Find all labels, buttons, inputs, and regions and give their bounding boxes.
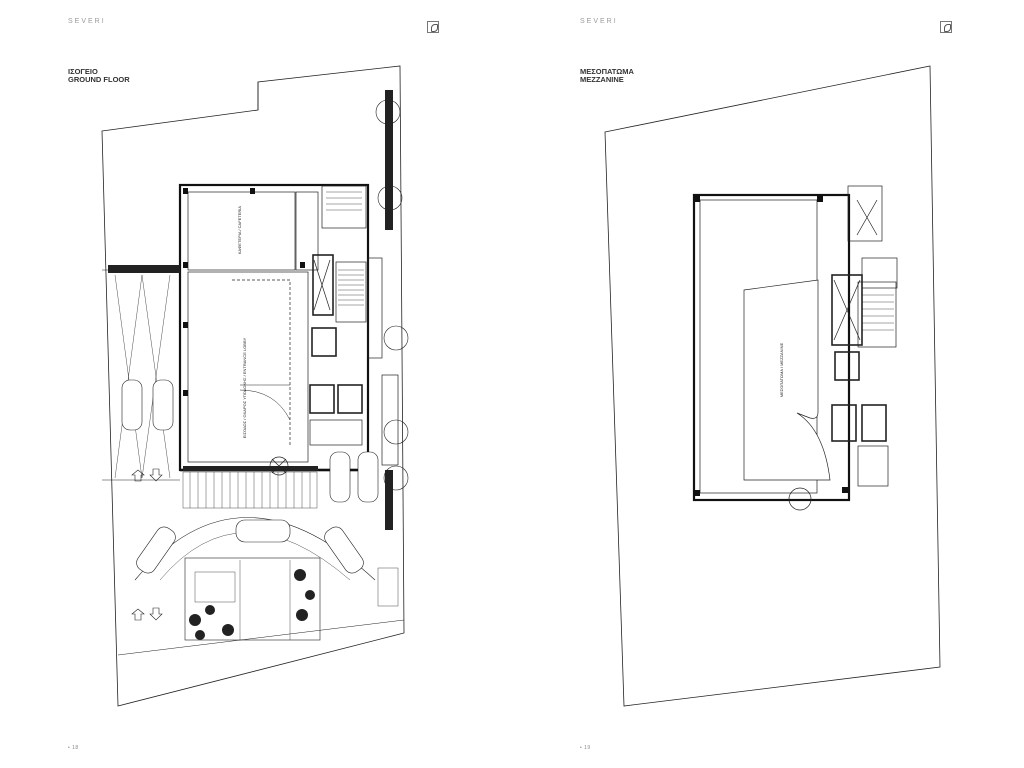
brand-logo-icon [940,21,952,33]
brand-name: SEVERI [580,18,618,25]
floor-title-english: MEZZANINE [580,75,624,84]
floor-title: ΙΣΟΓΕΙΟ GROUND FLOOR [68,68,130,84]
site-boundary [604,65,941,707]
floor-title: ΜΕΣΟΠΑΤΩΜΑ MEZZANINE [580,68,634,84]
ground-floor-plan: ΚΑΦΕΤΕΡΙΑ / CAFETERIA ΕΙΣΟΔΟΣ / ΟΧΑΡΟΣ Υ… [101,65,409,707]
site-boundary [101,65,405,707]
floor-title-english: GROUND FLOOR [68,75,130,84]
page-number: • 19 [580,745,591,751]
floor-title-greek: ΙΣΟΓΕΙΟ [68,67,98,76]
room-label-cafeteria: ΚΑΦΕΤΕΡΙΑ / CAFETERIA [237,206,242,255]
left-page: SEVERI ΙΣΟΓΕΙΟ GROUND FLOOR [68,18,439,751]
room-label-mezzanine: ΜΕΣΟΠΑΤΩΜΑ / MEZZANINE [779,342,784,397]
mezzanine-plan: ΜΕΣΟΠΑΤΩΜΑ / MEZZANINE [604,65,941,707]
brand-logo-icon [427,21,439,33]
brand-name: SEVERI [68,18,106,25]
room-label-lobby: ΕΙΣΟΔΟΣ / ΟΧΑΡΟΣ ΥΠΟΔΟΧΗΣ / ENTRANCE LOB… [242,337,247,438]
page-number: • 18 [68,745,79,751]
right-page: SEVERI ΜΕΣΟΠΑΤΩΜΑ MEZZANINE [512,0,1024,768]
floor-title-greek: ΜΕΣΟΠΑΤΩΜΑ [580,67,634,76]
